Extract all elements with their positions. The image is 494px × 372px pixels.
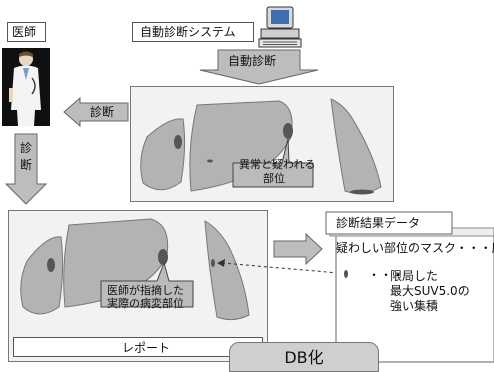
mask-line: 疑わしい部位のマスク・・・所見 bbox=[336, 241, 494, 255]
doctor-lesion bbox=[158, 249, 168, 265]
diagnosis-result-doc: 診断結果データ 疑わしい部位のマスク・・・所見 ・・・ 限局した 最大SUV5.… bbox=[325, 211, 494, 363]
doctor-figure bbox=[2, 48, 50, 126]
finding-dots: ・・・ bbox=[368, 268, 405, 282]
report-panel: 医師が指摘した 実際の病変部位 レポート bbox=[8, 210, 340, 362]
db-label-box: DB化 bbox=[229, 342, 379, 372]
diagnosis-down-arrow: 診 断 bbox=[4, 133, 48, 205]
suspected-callout-line2: 部位 bbox=[263, 172, 285, 185]
auto-diagnosis-label: 自動診断 bbox=[228, 54, 277, 68]
db-label: DB化 bbox=[284, 348, 324, 367]
diagnosis-down-label-2: 断 bbox=[20, 158, 33, 172]
finding-line1: 限局した bbox=[390, 269, 439, 283]
lesion-mark-1 bbox=[174, 135, 182, 149]
system-label-box: 自動診断システム bbox=[132, 22, 254, 42]
finding-line2: 最大SUV5.0の bbox=[390, 284, 470, 298]
finding-line3: 強い集積 bbox=[390, 299, 439, 313]
doctor-label-box: 医師 bbox=[7, 22, 46, 42]
doctor-callout-line2: 実際の病変部位 bbox=[107, 297, 184, 310]
suspected-callout-line1: 異常と疑われる bbox=[239, 158, 316, 171]
doctor-label: 医師 bbox=[12, 25, 37, 39]
system-label: 自動診断システム bbox=[140, 25, 236, 39]
auto-diagnosis-arrow: 自動診断 bbox=[199, 49, 319, 85]
suspected-lesion bbox=[283, 123, 293, 139]
diagnosis-left-label: 診断 bbox=[90, 105, 115, 119]
computer-icon bbox=[258, 6, 302, 48]
diagnosis-left-arrow: 診断 bbox=[63, 96, 129, 128]
doctor-callout-line1: 医師が指摘した bbox=[107, 284, 184, 297]
report-lesion-1 bbox=[47, 258, 55, 272]
report-lesion-small bbox=[211, 259, 215, 267]
right-arrow bbox=[273, 232, 323, 266]
result-title: 診断結果データ bbox=[336, 216, 421, 230]
report-label-box: レポート bbox=[13, 337, 263, 357]
top-image-panel: 異常と疑われる 部位 bbox=[130, 86, 394, 202]
report-label: レポート bbox=[122, 341, 171, 355]
diagnosis-down-label-1: 診 bbox=[20, 141, 33, 155]
